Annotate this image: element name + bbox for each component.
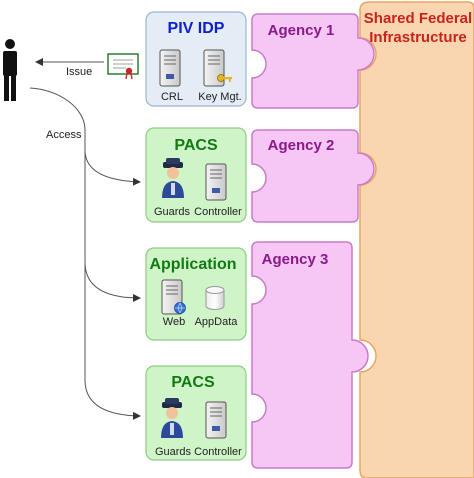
agency-2-piece: Agency 2 <box>251 129 375 223</box>
key-mgmt-server-icon <box>203 49 232 87</box>
pacs-2-title: PACS <box>171 374 215 391</box>
access-arrow-pacs-2 <box>84 262 141 420</box>
web-label: Web <box>163 316 185 328</box>
pacs-2-group: PACS Guards Controller <box>145 365 247 461</box>
connectors <box>29 58 141 420</box>
agency-1-label: Agency 1 <box>268 22 335 39</box>
application-box <box>145 247 247 341</box>
shared-title-line1: Shared Federal <box>364 10 472 27</box>
access-arrow-application <box>84 150 141 302</box>
key-icon <box>217 74 232 82</box>
appdata-label: AppData <box>195 316 239 328</box>
certificate-icon <box>107 53 139 80</box>
issue-label: Issue <box>66 66 92 78</box>
agency-2-shape <box>251 129 375 223</box>
agency-1-piece: Agency 1 <box>251 13 375 109</box>
crl-label: CRL <box>161 91 183 103</box>
access-arrow-pacs-1 <box>29 87 141 186</box>
application-group: Application Web AppData <box>145 247 247 341</box>
shared-title-line2: Infrastructure <box>369 29 467 46</box>
agency-1-shape <box>251 13 375 109</box>
pacs-1-controller-label: Controller <box>194 206 242 218</box>
pacs-2-controller-label: Controller <box>194 446 242 458</box>
pacs-1-title: PACS <box>174 137 218 154</box>
piv-idp-title: PIV IDP <box>168 20 225 37</box>
controller-server-icon <box>205 401 227 439</box>
controller-server-icon <box>205 163 227 201</box>
access-label: Access <box>46 129 82 141</box>
piv-idp-group: PIV IDP CRL Key Mgt. <box>145 11 247 107</box>
agency-3-piece: Agency 3 <box>251 241 369 469</box>
database-icon <box>205 286 225 310</box>
pacs-1-guards-label: Guards <box>154 206 191 218</box>
person-icon <box>3 39 17 101</box>
web-server-icon <box>161 279 186 315</box>
pacs-2-guards-label: Guards <box>155 446 192 458</box>
guard-icon <box>162 158 184 198</box>
pacs-1-group: PACS Guards Controller <box>145 127 247 223</box>
agency-3-shape <box>251 241 369 469</box>
agency-3-label: Agency 3 <box>262 251 329 268</box>
shared-infrastructure-shape <box>359 1 474 478</box>
crl-server-icon <box>159 49 181 87</box>
key-mgmt-label: Key Mgt. <box>198 91 241 103</box>
agency-2-label: Agency 2 <box>268 137 335 154</box>
application-title: Application <box>149 256 236 273</box>
guard-icon <box>161 398 183 438</box>
shared-infrastructure-panel: Shared Federal Infrastructure <box>359 1 474 478</box>
